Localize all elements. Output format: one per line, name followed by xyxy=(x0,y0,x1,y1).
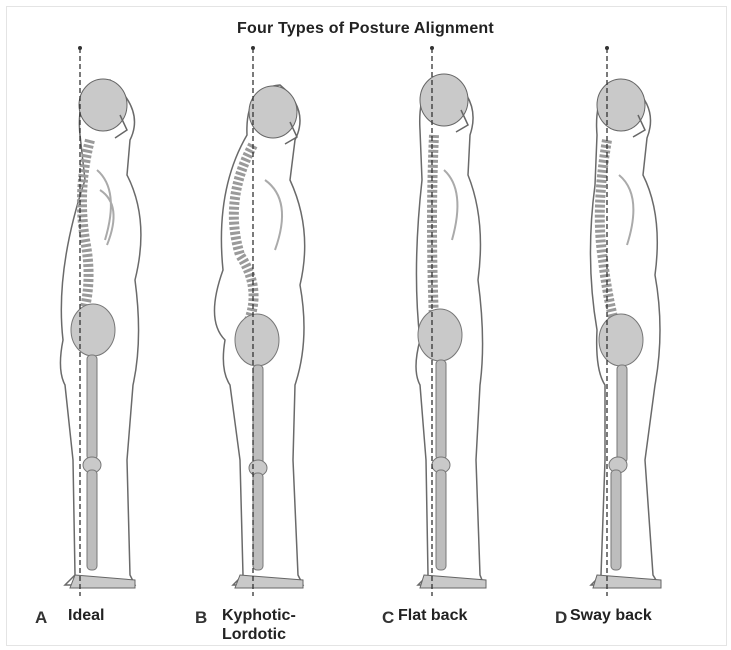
diagram-title: Four Types of Posture Alignment xyxy=(0,20,731,38)
label-ideal: Ideal xyxy=(68,606,104,625)
skeleton-illustration-flat-back xyxy=(382,40,532,600)
figure-letter-a: A xyxy=(35,608,47,628)
label-line: Lordotic xyxy=(222,625,296,644)
skeleton-illustration-kyphotic-lordotic xyxy=(195,40,345,600)
figure-ideal: A xyxy=(35,40,185,600)
skeleton-illustration-ideal xyxy=(35,40,185,600)
label-line: Ideal xyxy=(68,606,104,625)
figure-sway-back: D xyxy=(555,40,705,600)
figure-letter-d: D xyxy=(555,608,567,628)
figure-letter-c: C xyxy=(382,608,394,628)
label-sway-back: Sway back xyxy=(570,606,652,625)
label-line: Sway back xyxy=(570,606,652,625)
label-line: Flat back xyxy=(398,606,467,625)
label-flat-back: Flat back xyxy=(398,606,467,625)
figure-kyphotic-lordotic: B xyxy=(195,40,345,600)
figure-flat-back: C xyxy=(382,40,532,600)
skeleton-illustration-sway-back xyxy=(555,40,705,600)
label-kyphotic-lordotic: Kyphotic- Lordotic xyxy=(222,606,296,644)
figure-letter-b: B xyxy=(195,608,207,628)
label-line: Kyphotic- xyxy=(222,606,296,625)
